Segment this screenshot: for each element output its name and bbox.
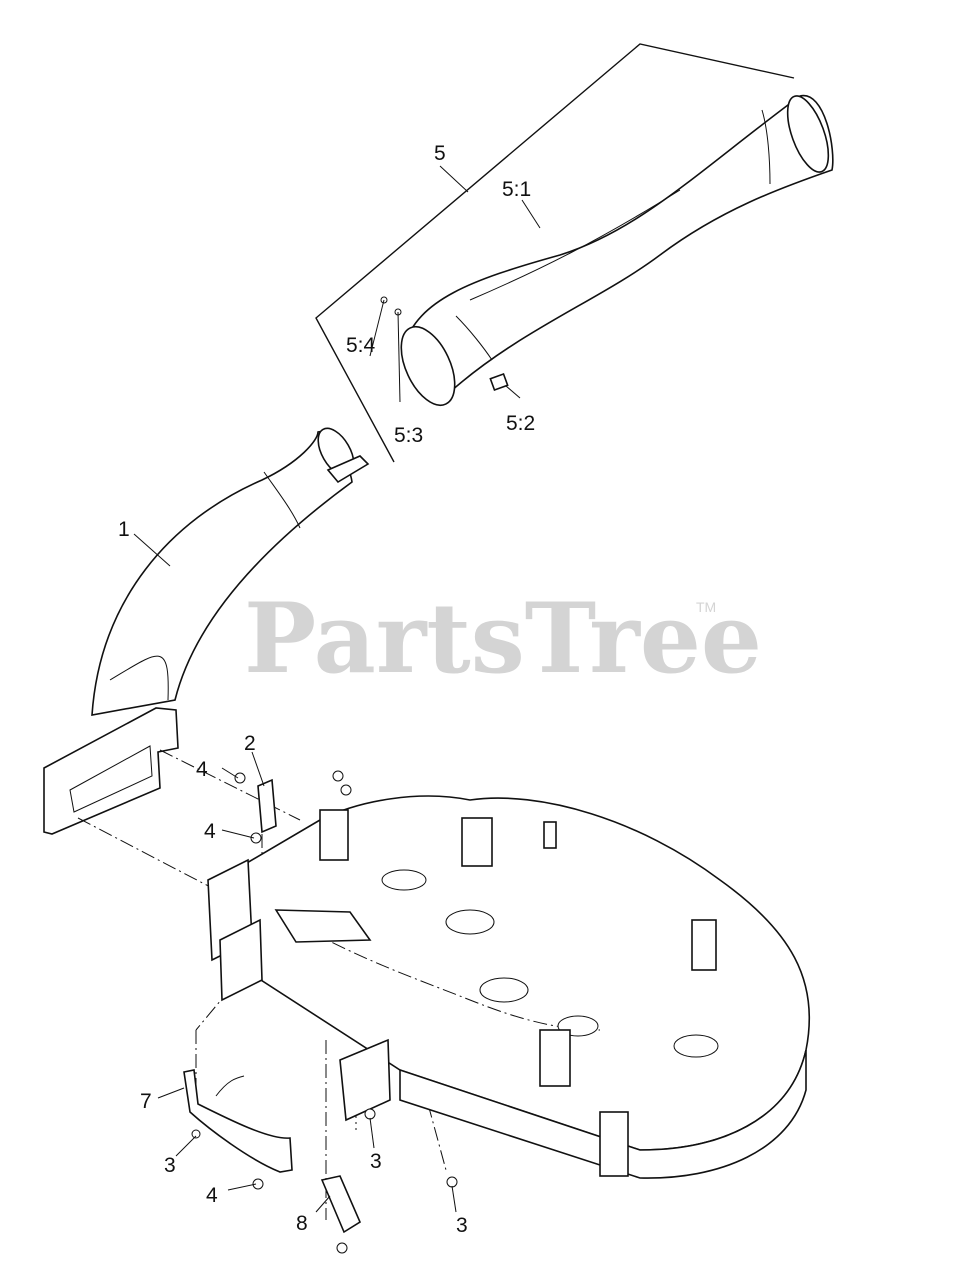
callout-5-3: 5:3 — [394, 424, 423, 447]
part-nuts — [234, 770, 352, 1190]
callout-5-1: 5:1 — [502, 178, 531, 201]
part-bracket-2 — [257, 778, 277, 834]
part-latch-bracket — [489, 372, 509, 392]
callout-3-right: 3 — [456, 1214, 468, 1237]
callout-3-middle: 3 — [370, 1150, 382, 1173]
callout-8: 8 — [296, 1212, 308, 1235]
callout-4-middle: 4 — [204, 820, 216, 843]
part-discharge-chute — [43, 427, 370, 835]
callout-4-lower: 4 — [206, 1184, 218, 1207]
watermark-text: PartsTree — [244, 582, 762, 695]
callout-7: 7 — [140, 1090, 152, 1113]
leader-lines — [133, 165, 541, 1213]
kit-bracket-5 — [315, 43, 795, 463]
callout-5-4: 5:4 — [346, 334, 376, 357]
part-upper-chute-tube — [400, 95, 834, 406]
callout-3-left: 3 — [164, 1154, 176, 1177]
part-bracket-8 — [320, 1175, 362, 1234]
part-mower-deck — [207, 795, 811, 1179]
callout-1: 1 — [118, 518, 130, 541]
callout-5: 5 — [434, 142, 446, 165]
part-deflector-7 — [183, 1069, 293, 1173]
callout-5-2: 5:2 — [506, 412, 535, 435]
watermark-trademark: TM — [696, 599, 716, 615]
callout-4-upper: 4 — [196, 758, 208, 781]
callout-2: 2 — [244, 732, 256, 755]
